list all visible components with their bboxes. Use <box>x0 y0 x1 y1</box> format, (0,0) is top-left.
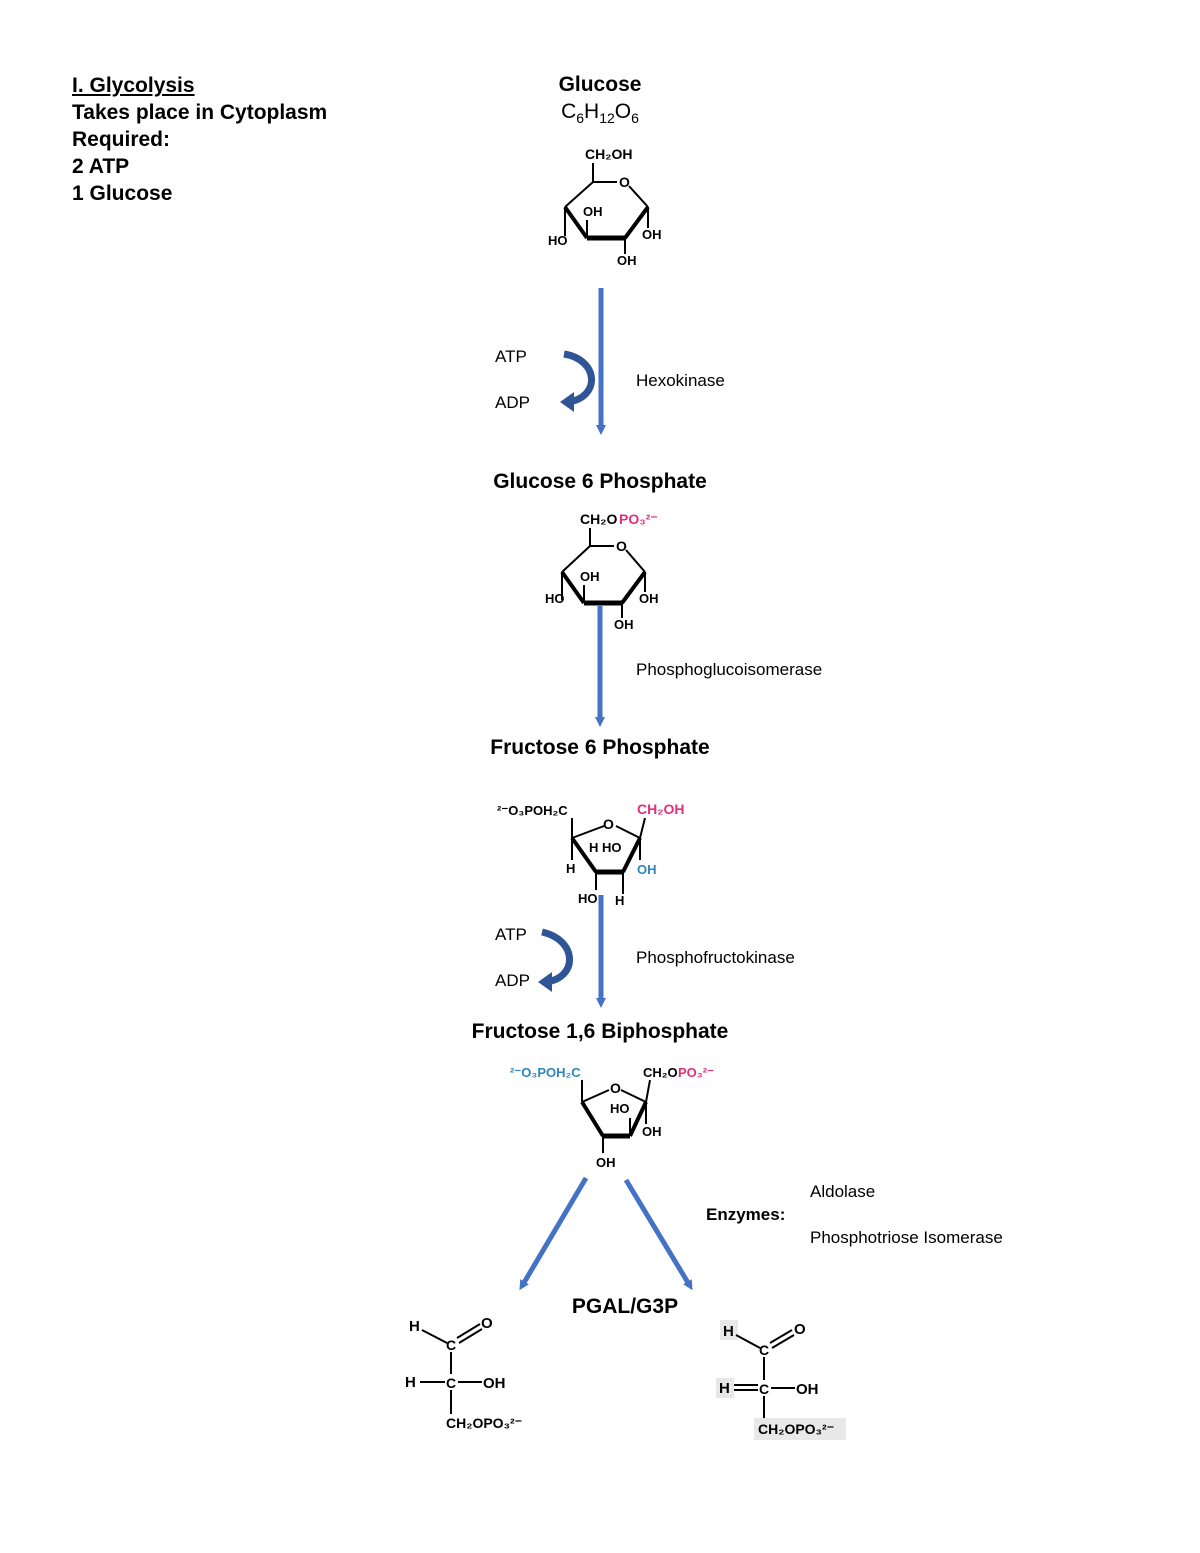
g6p-ring-o: O <box>616 538 627 554</box>
formula-o: O <box>614 100 632 123</box>
section-title: I. Glycolysis <box>72 74 195 97</box>
pgal-left-ch2opo3: CH₂OPO₃²⁻ <box>446 1415 522 1431</box>
glucose-ho: HO <box>548 233 568 248</box>
header-block: I. Glycolysis Takes place in Cytoplasm R… <box>72 72 327 207</box>
g6p-ch2o: CH₂O <box>580 511 617 527</box>
pgal-right-oh: OH <box>796 1381 819 1398</box>
g6p-structure: CH₂O PO₃²⁻ O OH HO OH OH <box>545 511 659 632</box>
location-text: Takes place in Cytoplasm <box>72 101 328 124</box>
f6p-h-left: H <box>566 861 575 876</box>
formula-c: C <box>561 100 577 123</box>
pgal-right-ch2opo3: CH₂OPO₃²⁻ <box>758 1421 834 1437</box>
glucose-formula: C6H12O6 <box>500 100 700 126</box>
glucose-ch2oh: CH₂OH <box>585 146 632 162</box>
g6p-oh-2: OH <box>639 591 659 606</box>
f16bp-ring-o: O <box>610 1080 621 1096</box>
phosphoglucoisomerase-label: Phosphoglucoisomerase <box>636 660 823 679</box>
f6p-title: Fructose 6 Phosphate <box>490 736 710 759</box>
arrow-split-right <box>623 1178 693 1291</box>
g6p-title: Glucose 6 Phosphate <box>493 470 707 493</box>
enzymes-label: Enzymes: <box>706 1205 786 1224</box>
required-glucose: 1 Glucose <box>72 182 173 205</box>
f16bp-ho: HO <box>610 1101 630 1116</box>
pgal-left-structure: H C O H C OH CH₂OPO₃²⁻ <box>405 1315 522 1431</box>
phosphotriose-isomerase-label: Phosphotriose Isomerase <box>810 1228 1003 1247</box>
formula-h-count: 12 <box>599 110 615 127</box>
phosphofructokinase-label: Phosphofructokinase <box>636 948 795 967</box>
pgal-right-structure: H C O H C OH CH₂OPO₃²⁻ <box>716 1320 846 1440</box>
f6p-oh-blue: OH <box>637 862 657 877</box>
required-atp: 2 ATP <box>72 155 130 178</box>
pgal-left-o: O <box>481 1315 493 1332</box>
f16bp-oh-bottom: OH <box>596 1155 616 1170</box>
f16bp-title: Fructose 1,6 Biphosphate <box>471 1020 729 1043</box>
curl-arrow-2 <box>541 928 573 986</box>
g6p-po3: PO₃²⁻ <box>619 511 658 527</box>
g6p-ho: HO <box>545 591 565 606</box>
f16bp-ch2o: CH₂O <box>643 1065 678 1080</box>
pgal-title: PGAL/G3P <box>571 1295 679 1318</box>
f6p-structure: ²⁻O₃POH₂C CH₂OH O H HO H OH HO H <box>497 801 684 908</box>
formula-h: H <box>584 100 600 123</box>
glucose-structure: CH₂OH O OH HO OH OH <box>548 146 662 268</box>
pgal-left-c1: C <box>446 1337 456 1353</box>
f6p-h-ho: H HO <box>589 840 622 855</box>
glucose-oh-3: OH <box>617 253 637 268</box>
pgal-right-o: O <box>794 1321 806 1338</box>
adp-label-1: ADP <box>495 393 530 412</box>
f6p-ho-bottom: HO <box>578 891 598 906</box>
formula-o-count: 6 <box>631 110 639 127</box>
glucose-ring-o: O <box>619 174 630 190</box>
aldolase-label: Aldolase <box>810 1182 876 1201</box>
glucose-oh-2: OH <box>642 227 662 242</box>
f16bp-left-group: ²⁻O₃POH₂C <box>510 1065 581 1080</box>
curl-arrow-1-head <box>560 392 574 412</box>
glucose-title: Glucose <box>558 73 642 96</box>
pgal-right-c2: C <box>759 1381 769 1397</box>
pgal-right-h-top: H <box>723 1323 734 1340</box>
f16bp-oh-right: OH <box>642 1124 662 1139</box>
atp-label-1: ATP <box>495 347 527 366</box>
required-label: Required: <box>72 128 171 151</box>
curl-arrow-2-head <box>538 972 552 992</box>
f6p-h-bottom: H <box>615 893 624 908</box>
g6p-oh-3: OH <box>614 617 634 632</box>
pgal-left-h-top: H <box>409 1318 420 1335</box>
pgal-left-h-mid: H <box>405 1374 416 1391</box>
pgal-right-c1: C <box>759 1342 769 1358</box>
pgal-left-oh: OH <box>483 1375 506 1392</box>
arrow-split-left <box>519 1176 589 1291</box>
pgal-left-c2: C <box>446 1375 456 1391</box>
f16bp-structure: ²⁻O₃POH₂C CH₂O PO₃²⁻ O HO OH OH <box>510 1065 714 1170</box>
f16bp-po3: PO₃²⁻ <box>678 1065 714 1080</box>
f6p-ch2oh: CH₂OH <box>637 801 684 817</box>
f6p-left-group: ²⁻O₃POH₂C <box>497 803 568 818</box>
adp-label-2: ADP <box>495 971 530 990</box>
hexokinase-label: Hexokinase <box>636 371 725 390</box>
f6p-ring-o: O <box>603 816 614 832</box>
g6p-oh-1: OH <box>580 569 600 584</box>
formula-c-count: 6 <box>576 110 585 127</box>
atp-label-2: ATP <box>495 925 527 944</box>
glucose-oh-1: OH <box>583 204 603 219</box>
pgal-right-h-mid: H <box>719 1380 730 1397</box>
curl-arrow-1 <box>563 350 595 406</box>
